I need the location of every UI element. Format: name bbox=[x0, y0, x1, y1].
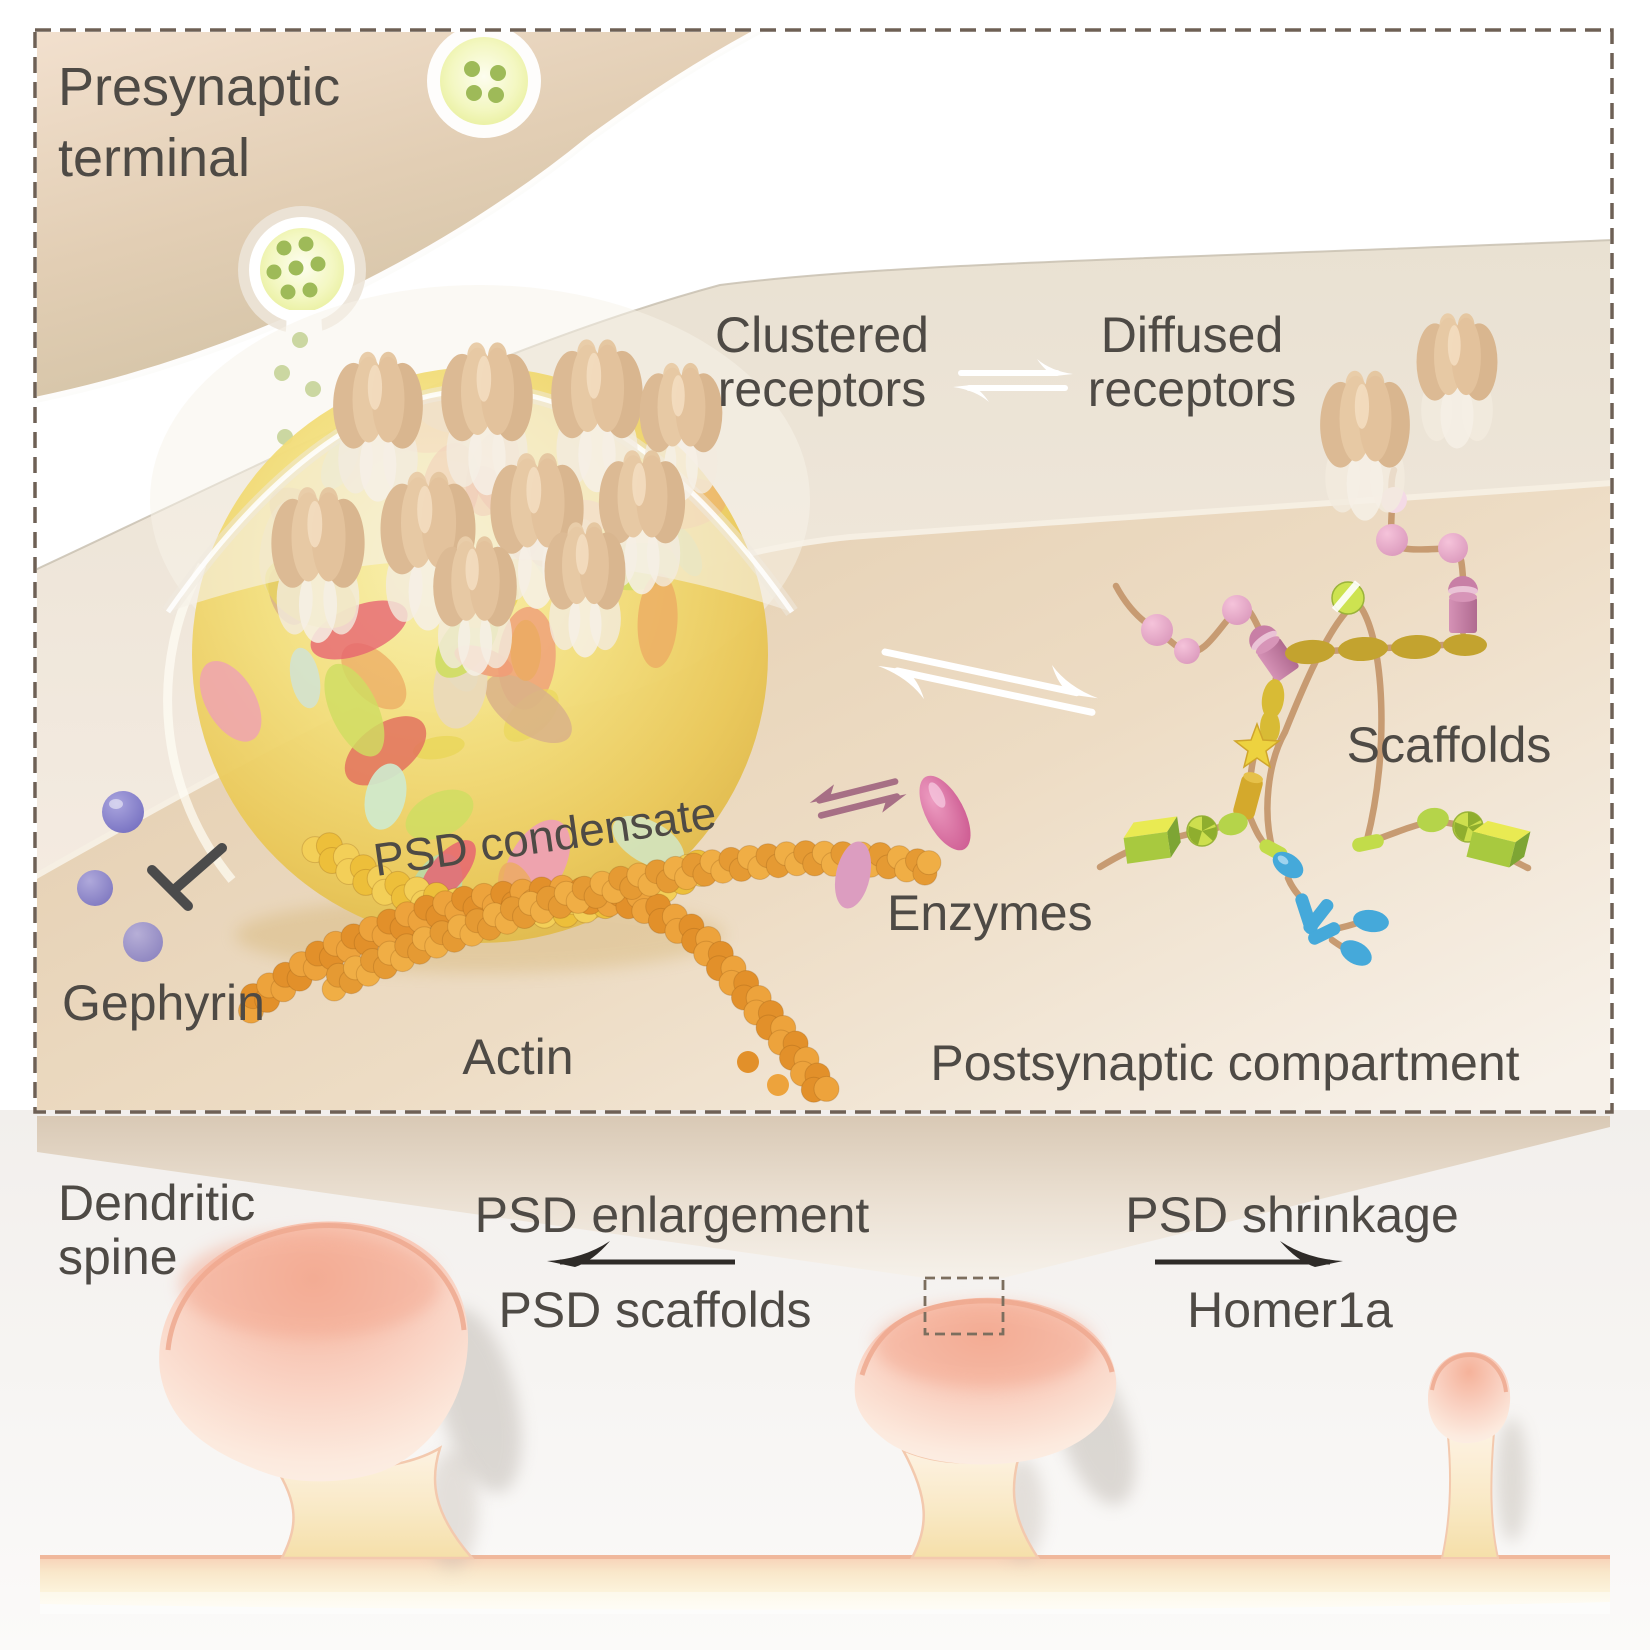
presynaptic-terminal-label-line2: terminal bbox=[58, 128, 250, 188]
scaffolds-label: Scaffolds bbox=[1347, 717, 1552, 773]
magnified-panel-border bbox=[33, 28, 1614, 1114]
psd-enlargement-arrow bbox=[547, 1241, 735, 1267]
enzymes-label: Enzymes bbox=[887, 885, 1093, 941]
synaptic-vesicle bbox=[427, 32, 541, 138]
zoom-funnel bbox=[37, 1116, 1610, 1278]
dendrite bbox=[40, 1555, 1610, 1614]
dendritic-spine-middle bbox=[854, 1297, 1136, 1562]
dendritic-spine-large bbox=[159, 1221, 522, 1570]
dendritic-spine-small bbox=[1428, 1352, 1528, 1559]
actin-monomers bbox=[737, 1051, 789, 1096]
zoom-region-box bbox=[923, 1276, 1005, 1336]
scaffold-network bbox=[1096, 466, 1532, 966]
dendritic-spine-label-line2: spine bbox=[58, 1229, 178, 1285]
psd-scaffolds-label: PSD scaffolds bbox=[498, 1282, 811, 1338]
psd-enlargement-label: PSD enlargement bbox=[475, 1187, 870, 1243]
magnified-panel: PSD condensate Actin Gephyrin bbox=[37, 32, 1610, 1110]
clustered-receptors-label-line2: receptors bbox=[718, 361, 926, 417]
psd-shrinkage-arrow bbox=[1155, 1241, 1343, 1267]
dendritic-spine-label-line1: Dendritic bbox=[58, 1175, 255, 1231]
receptor-equilibrium-arrows bbox=[953, 359, 1073, 402]
presynaptic-terminal-label-line1: Presynaptic bbox=[58, 57, 340, 117]
psd-shrinkage-label: PSD shrinkage bbox=[1125, 1187, 1459, 1243]
clustered-receptors-label-line1: Clustered bbox=[715, 307, 929, 363]
actin-label: Actin bbox=[462, 1029, 573, 1085]
diffused-receptors-label-line2: receptors bbox=[1088, 361, 1296, 417]
homer1a-label: Homer1a bbox=[1187, 1282, 1393, 1338]
gephyrin-group bbox=[77, 791, 227, 962]
enzymes-group bbox=[809, 775, 971, 909]
condensate-scaffold-equilibrium-arrows bbox=[877, 648, 1099, 716]
inhibition-tbar-icon bbox=[147, 843, 227, 911]
diffused-receptors-label-line1: Diffused bbox=[1101, 307, 1284, 363]
postsynaptic-compartment-label: Postsynaptic compartment bbox=[930, 1035, 1519, 1091]
gephyrin-label: Gephyrin bbox=[62, 975, 265, 1031]
